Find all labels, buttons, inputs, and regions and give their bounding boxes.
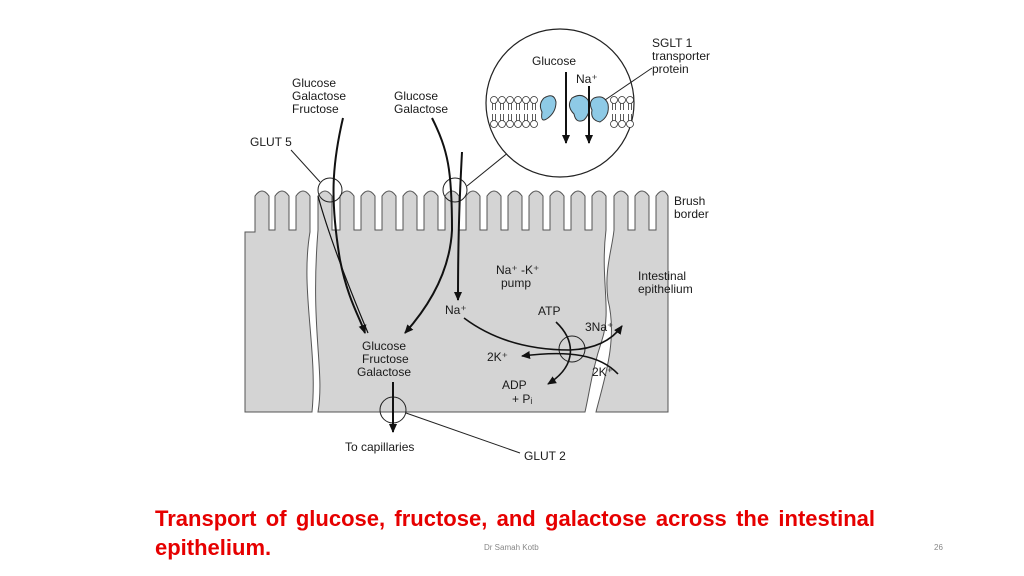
lipid-head bbox=[514, 96, 522, 104]
sglt-sugars-label: Glucose Galactose bbox=[394, 89, 448, 116]
sugar-label-line: Fructose bbox=[292, 102, 339, 116]
pump-label: Na⁺ -K⁺ pump bbox=[496, 263, 539, 290]
k-in-arrow bbox=[521, 351, 619, 375]
inset-na-label: Na⁺ bbox=[576, 72, 598, 86]
lipid-head bbox=[522, 96, 530, 104]
lipid-tail bbox=[532, 114, 536, 121]
lipid-head bbox=[618, 120, 626, 128]
glut5-sugar-arrow bbox=[317, 195, 369, 334]
cell-sugars-label: Glucose Fructose Galactose bbox=[357, 339, 411, 379]
lipid-tail bbox=[628, 114, 632, 121]
na-pump-arrow bbox=[463, 317, 623, 351]
lipid-tail bbox=[612, 114, 616, 121]
na-in-arrow bbox=[454, 151, 463, 301]
lipid-tail bbox=[516, 103, 520, 110]
neighbor-cell-right bbox=[595, 190, 669, 413]
lipid-head bbox=[618, 96, 626, 104]
lipid-head bbox=[610, 96, 618, 104]
lipid-tail bbox=[532, 103, 536, 110]
pump-label-line: pump bbox=[501, 276, 531, 290]
lipid-head bbox=[530, 96, 538, 104]
atp-arrow bbox=[547, 321, 572, 385]
lipid-tail bbox=[508, 114, 512, 121]
lipid-head bbox=[522, 120, 530, 128]
lipid-tail bbox=[500, 103, 504, 110]
sugar-label-line: Glucose bbox=[394, 89, 438, 103]
lipid-head bbox=[490, 120, 498, 128]
atp-label: ATP bbox=[538, 304, 560, 318]
epithelium-label-line: epithelium bbox=[638, 282, 693, 296]
lipid-head bbox=[610, 120, 618, 128]
slide-caption: Transport of glucose, fructose, and gala… bbox=[155, 506, 875, 560]
lipid-tail bbox=[524, 114, 528, 121]
lipid-tail bbox=[524, 103, 528, 110]
cell-sugar-line: Fructose bbox=[362, 352, 409, 366]
sglt1-label-line: protein bbox=[652, 62, 689, 76]
sugar-label-line: Galactose bbox=[394, 102, 448, 116]
inset-glucose-label: Glucose bbox=[532, 54, 576, 68]
lipid-tail bbox=[500, 114, 504, 121]
intestinal-epithelium-label: Intestinal epithelium bbox=[638, 269, 693, 296]
lipid-head bbox=[498, 120, 506, 128]
cell-sugar-line: Glucose bbox=[362, 339, 406, 353]
footer-author: Dr Samah Kotb bbox=[484, 543, 539, 552]
glut5-transporter bbox=[317, 177, 343, 203]
page-number: 26 bbox=[934, 543, 943, 552]
lipid-bilayer bbox=[490, 96, 634, 128]
lipid-tail bbox=[612, 103, 616, 110]
neighbor-cell-left bbox=[244, 190, 314, 413]
adp-label: ADP bbox=[502, 378, 527, 392]
lipid-tail bbox=[620, 103, 624, 110]
lipid-head bbox=[506, 96, 514, 104]
epithelial-cell bbox=[315, 190, 607, 413]
brush-border-line: Brush bbox=[674, 194, 705, 208]
sglt-arrow bbox=[404, 117, 454, 334]
glut5-label: GLUT 5 bbox=[250, 135, 292, 149]
transporter-subunit bbox=[539, 95, 557, 121]
three-na-label: 3Na⁺ bbox=[585, 320, 613, 334]
lipid-head bbox=[514, 120, 522, 128]
lipid-head bbox=[498, 96, 506, 104]
transporter-subunit bbox=[568, 94, 590, 122]
sglt1-label-line: SGLT 1 bbox=[652, 36, 693, 50]
sugar-label-line: Glucose bbox=[292, 76, 336, 90]
lipid-tail bbox=[492, 114, 496, 121]
pi-label: + Pᵢ bbox=[512, 392, 532, 406]
two-k-left-label: 2K⁺ bbox=[487, 350, 508, 364]
lipid-tail bbox=[628, 103, 632, 110]
lipid-tail bbox=[492, 103, 496, 110]
two-k-right-label: 2K⁺ bbox=[592, 365, 613, 379]
lipid-tail bbox=[620, 114, 624, 121]
brush-border-line: border bbox=[674, 207, 709, 221]
sglt1-inset bbox=[485, 28, 635, 178]
lipid-head bbox=[626, 120, 634, 128]
lipid-head bbox=[530, 120, 538, 128]
glut5-leader-line bbox=[290, 149, 321, 183]
na-in-label: Na⁺ bbox=[445, 303, 467, 317]
lipid-tail bbox=[508, 103, 512, 110]
sglt1-label-line: transporter bbox=[652, 49, 710, 63]
pump-label-line: Na⁺ -K⁺ bbox=[496, 263, 539, 277]
lipid-head bbox=[490, 96, 498, 104]
to-capillaries-label: To capillaries bbox=[345, 440, 414, 454]
epithelium-label-line: Intestinal bbox=[638, 269, 686, 283]
lipid-head bbox=[626, 96, 634, 104]
sglt1-leader-line bbox=[604, 67, 653, 101]
cell-sugar-line: Galactose bbox=[357, 365, 411, 379]
lipid-tail bbox=[516, 114, 520, 121]
lipid-head bbox=[506, 120, 514, 128]
sglt1-label: SGLT 1 transporter protein bbox=[652, 36, 710, 76]
sglt1-transporter bbox=[442, 177, 468, 203]
brush-border-label: Brush border bbox=[674, 194, 709, 221]
sugar-label-line: Galactose bbox=[292, 89, 346, 103]
glut5-arrow bbox=[332, 117, 367, 334]
glut2-leader-line bbox=[405, 412, 521, 454]
glut2-label: GLUT 2 bbox=[524, 449, 566, 463]
glut5-sugars-label: Glucose Galactose Fructose bbox=[292, 76, 346, 116]
